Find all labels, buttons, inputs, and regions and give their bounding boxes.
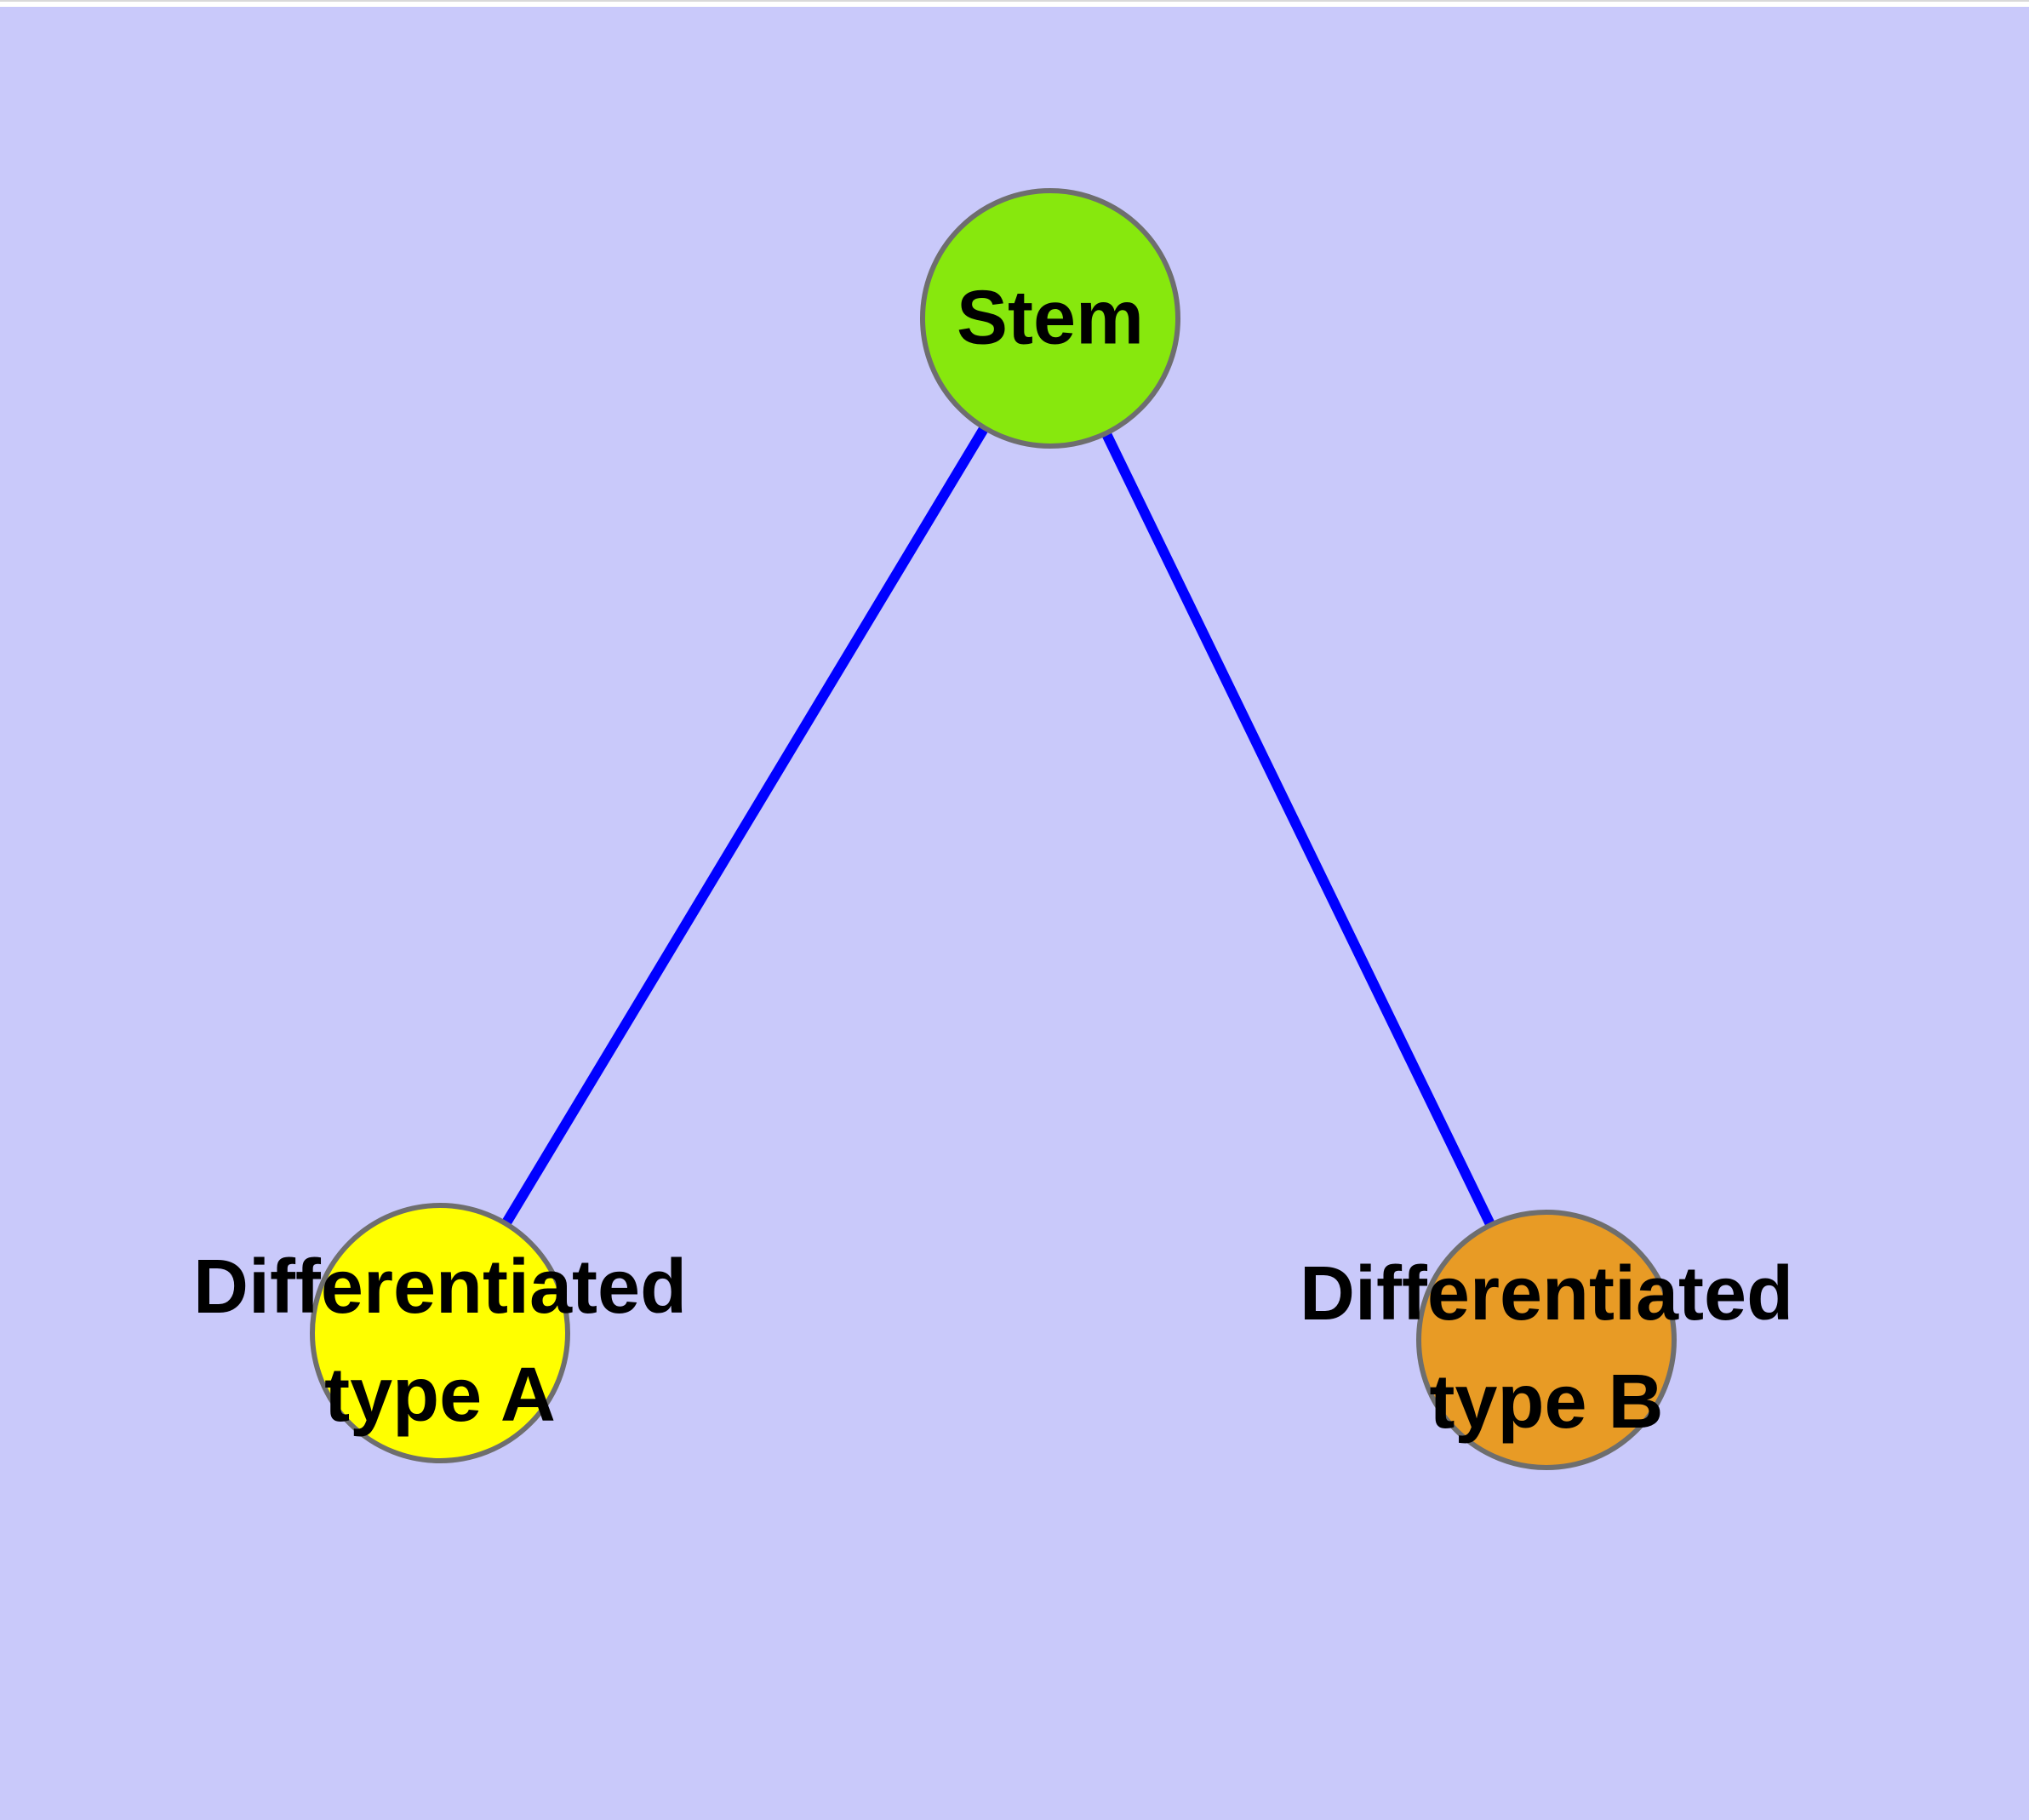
edge-stem-to-type-b — [1045, 316, 1552, 1342]
node-stem-circle — [920, 188, 1180, 449]
node-differentiated-type-a-circle — [310, 1203, 570, 1463]
node-stem-label: Stem — [957, 265, 1144, 373]
edge-stem-to-type-a — [435, 315, 1055, 1336]
node-differentiated-type-a-label-line-2: type A — [324, 1353, 556, 1438]
node-differentiated-type-b-label-line-1: Differentiated — [1299, 1251, 1794, 1336]
node-differentiated-type-b-label: Differentiated type B — [1300, 1240, 1793, 1457]
node-stem-label-text: Stem — [956, 275, 1145, 361]
node-differentiated-type-b-circle — [1416, 1210, 1677, 1470]
node-differentiated-type-a-label: Differentiated type A — [193, 1233, 687, 1450]
node-differentiated-type-b-label-line-2: type B — [1429, 1359, 1664, 1445]
node-differentiated-type-a-label-line-1: Differentiated — [192, 1245, 688, 1330]
window-top-strip — [0, 0, 2029, 7]
